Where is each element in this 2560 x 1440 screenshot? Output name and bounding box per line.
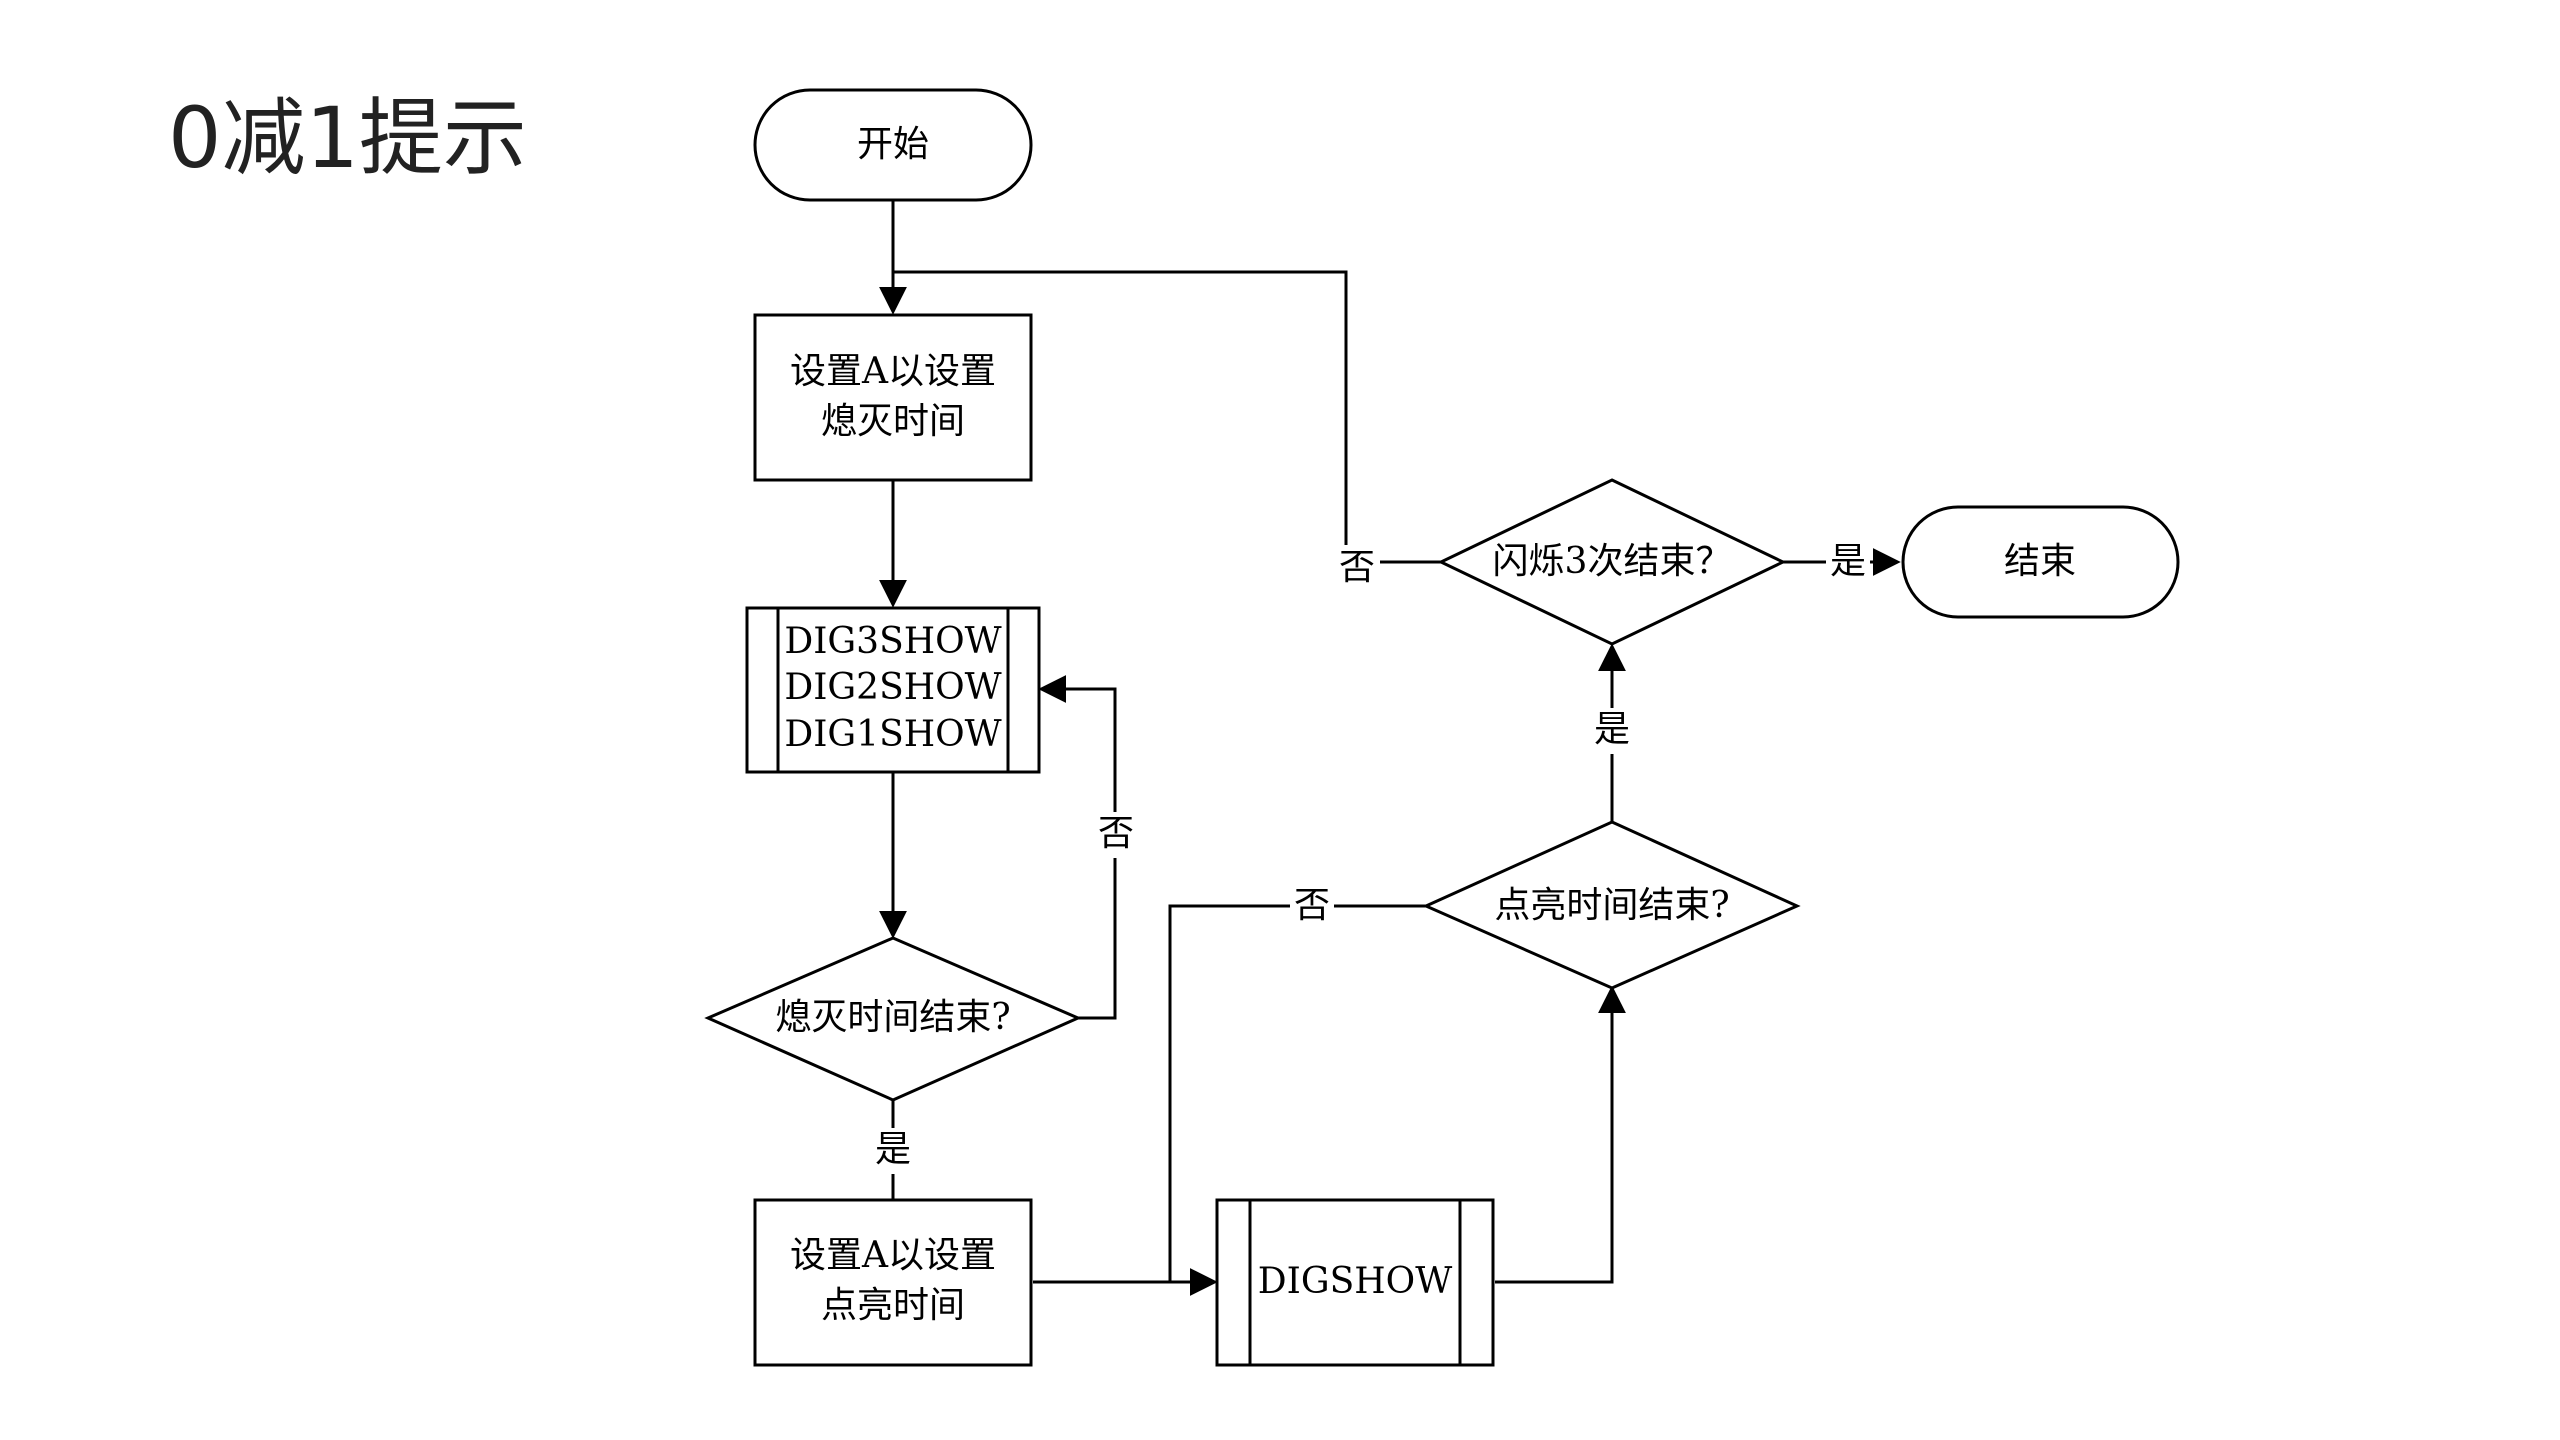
edge-digshow-to-on-done [1495, 985, 1626, 1284]
set-off-time-box [753, 313, 1033, 482]
set-off-time-line1: 设置A以设置 [790, 351, 996, 392]
end-node [1901, 505, 2180, 619]
set-on-time-box [753, 1198, 1033, 1367]
dig1show-label: DIG1SHOW [784, 714, 1001, 755]
edge-on-done-no [1168, 904, 1426, 1282]
off-time-done-decision [704, 936, 1082, 1102]
set-on-time-line1: 设置A以设置 [790, 1235, 996, 1276]
edge-label-on-yes: 是 [1594, 709, 1630, 750]
flash-done-decision [1437, 478, 1787, 646]
set-on-time-line2: 点亮时间 [821, 1285, 965, 1326]
digshow-label: DIGSHOW [1258, 1261, 1452, 1302]
digshow-subroutine [1215, 1198, 1495, 1367]
dig2show-label: DIG2SHOW [784, 667, 1001, 708]
set-off-time-line2: 熄灭时间 [821, 401, 965, 442]
on-time-done-label: 点亮时间结束? [1494, 885, 1729, 926]
on-time-done-decision [1422, 820, 1801, 990]
flash-done-label: 闪烁3次结束？ [1493, 541, 1732, 582]
edge-label-off-no: 否 [1098, 813, 1134, 854]
edge-flash-done-no-loop [893, 270, 1441, 564]
end-label: 结束 [2004, 541, 2076, 582]
edge-label-on-no: 否 [1294, 885, 1330, 926]
dig3show-label: DIG3SHOW [784, 621, 1001, 662]
edge-label-flash-no: 否 [1339, 547, 1375, 588]
start-label: 开始 [857, 124, 929, 165]
start-node [753, 88, 1033, 202]
edge-label-flash-yes: 是 [1830, 541, 1866, 582]
off-time-done-label: 熄灭时间结束? [775, 997, 1010, 1038]
page-title: 0减1提示 [168, 89, 527, 187]
dig-show-subroutine [745, 606, 1041, 774]
edge-label-off-yes: 是 [875, 1129, 911, 1170]
